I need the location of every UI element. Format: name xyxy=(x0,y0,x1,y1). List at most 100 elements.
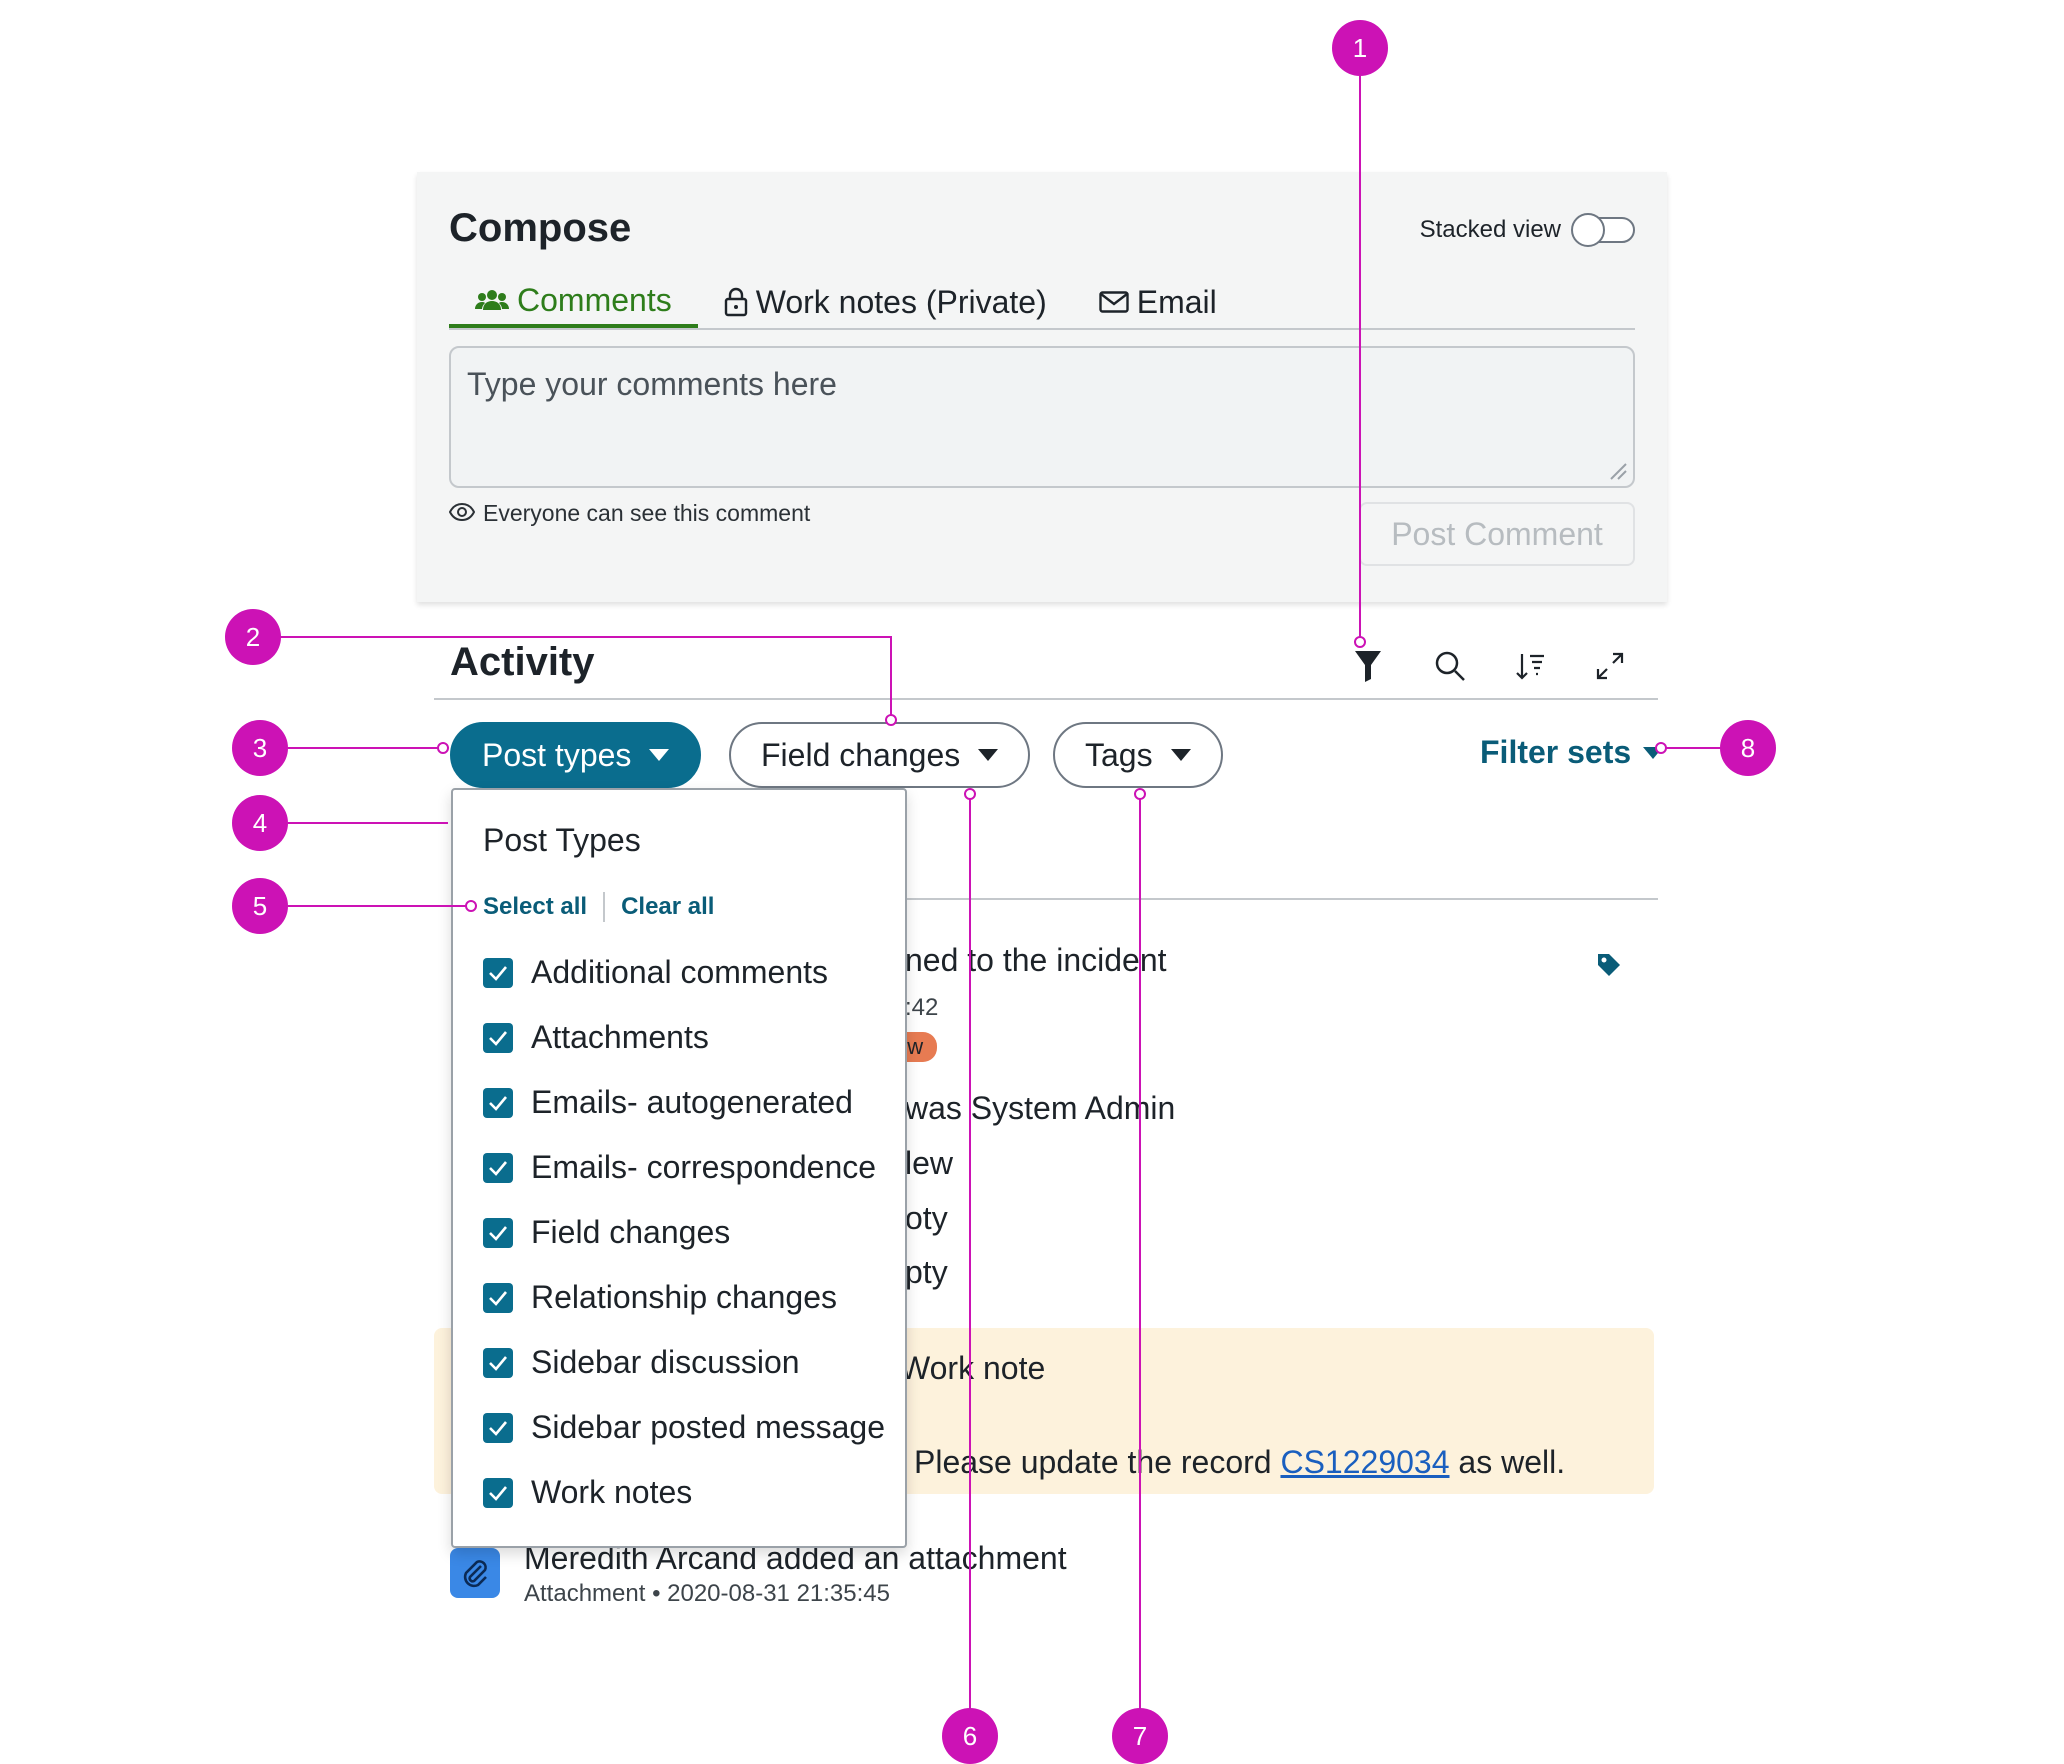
callout-anchor-7 xyxy=(1134,788,1146,800)
checkbox[interactable] xyxy=(483,1347,513,1378)
checkbox[interactable] xyxy=(483,1282,513,1313)
checkbox[interactable] xyxy=(483,1087,513,1118)
tab-label: Email xyxy=(1136,283,1217,320)
list-item-label: Sidebar discussion xyxy=(531,1344,800,1380)
stacked-view-toggle[interactable] xyxy=(1571,213,1635,247)
activity-divider xyxy=(434,698,1658,700)
list-item[interactable]: Work notes xyxy=(483,1460,885,1525)
resize-grip-icon[interactable] xyxy=(1607,460,1627,480)
callout-line-8 xyxy=(1666,747,1722,749)
feed-item-time: :42 xyxy=(905,994,939,1021)
list-item-label: Sidebar posted message xyxy=(531,1409,885,1445)
callout-badge-5: 5 xyxy=(232,878,288,934)
search-icon[interactable] xyxy=(1430,646,1470,686)
toggle-knob xyxy=(1571,213,1605,247)
compose-title: Compose xyxy=(449,206,632,250)
callout-anchor-2 xyxy=(885,714,897,726)
tab-label: Work notes (Private) xyxy=(755,283,1047,320)
tags-label: Tags xyxy=(1085,736,1153,773)
caret-down-icon xyxy=(1170,749,1191,761)
callout-badge-2: 2 xyxy=(225,609,281,665)
record-link[interactable]: CS1229034 xyxy=(1280,1444,1450,1480)
list-item-label: Emails- autogenerated xyxy=(531,1084,853,1120)
checkbox[interactable] xyxy=(483,1412,513,1443)
tab-comments[interactable]: Comments xyxy=(449,276,698,328)
work-note-title: Work note xyxy=(900,1350,1046,1386)
callout-badge-1: 1 xyxy=(1332,20,1388,76)
lock-icon xyxy=(724,287,748,317)
checkbox[interactable] xyxy=(483,957,513,988)
feed-line: pty xyxy=(905,1254,948,1290)
list-item[interactable]: Emails- autogenerated xyxy=(483,1070,885,1135)
list-item-label: Field changes xyxy=(531,1214,731,1250)
tag-icon[interactable] xyxy=(1596,952,1622,983)
callout-line-6 xyxy=(969,794,971,1712)
callout-anchor-8 xyxy=(1655,742,1667,754)
field-changes-filter-button[interactable]: Field changes xyxy=(729,722,1031,788)
checkbox[interactable] xyxy=(483,1152,513,1183)
callout-line-2 xyxy=(280,636,892,638)
post-types-label: Post types xyxy=(482,736,632,773)
clear-all-link[interactable]: Clear all xyxy=(621,893,715,920)
feed-line: oty xyxy=(905,1200,948,1236)
filter-icon[interactable] xyxy=(1348,646,1388,686)
activity-title: Activity xyxy=(450,640,595,684)
sort-icon[interactable] xyxy=(1510,646,1550,686)
callout-line-1 xyxy=(1359,76,1361,640)
users-icon xyxy=(475,288,509,312)
work-note-text: Please update the record CS1229034 as we… xyxy=(914,1444,1565,1481)
tab-email[interactable]: Email xyxy=(1073,276,1243,328)
dropdown-actions: Select all Clear all xyxy=(483,892,714,922)
callout-line-4 xyxy=(288,822,448,824)
feed-line: was System Admin xyxy=(905,1090,1176,1126)
work-note-text-before: Please update the record xyxy=(914,1444,1272,1480)
list-item[interactable]: Additional comments xyxy=(483,940,885,1005)
feed-item-title: ned to the incident xyxy=(905,942,1167,978)
filter-sets-button[interactable]: Filter sets xyxy=(1480,734,1664,771)
post-comment-button[interactable]: Post Comment xyxy=(1359,502,1635,566)
comment-textarea[interactable]: Type your comments here xyxy=(449,346,1635,488)
callout-badge-6: 6 xyxy=(942,1708,998,1764)
list-item[interactable]: Attachments xyxy=(483,1005,885,1070)
checkbox[interactable] xyxy=(483,1022,513,1053)
callout-anchor-1 xyxy=(1354,636,1366,648)
callout-badge-7: 7 xyxy=(1112,1708,1168,1764)
list-item-label: Work notes xyxy=(531,1474,693,1510)
post-types-filter-button[interactable]: Post types xyxy=(450,722,702,788)
filter-sets-label: Filter sets xyxy=(1480,734,1632,770)
callout-badge-3: 3 xyxy=(232,720,288,776)
list-item[interactable]: Field changes xyxy=(483,1200,885,1265)
tags-filter-button[interactable]: Tags xyxy=(1053,722,1223,788)
callout-line-7 xyxy=(1139,794,1141,1712)
attachment-meta: Attachment • 2020-08-31 21:35:45 xyxy=(524,1580,890,1607)
callout-line-2b xyxy=(890,636,892,718)
visibility-text: Everyone can see this comment xyxy=(483,500,811,526)
callout-anchor-3 xyxy=(437,742,449,754)
callout-line-5 xyxy=(288,905,468,907)
callout-anchor-6 xyxy=(964,788,976,800)
checkbox[interactable] xyxy=(483,1217,513,1248)
list-item[interactable]: Emails- correspondence xyxy=(483,1135,885,1200)
post-types-list: Additional comments Attachments Emails- … xyxy=(483,940,885,1525)
list-item[interactable]: Relationship changes xyxy=(483,1265,885,1330)
tab-label: Comments xyxy=(517,281,672,318)
compose-panel: Compose Stacked view Comments Work notes… xyxy=(417,172,1667,602)
stacked-view-control: Stacked view xyxy=(1419,213,1635,247)
list-item[interactable]: Sidebar posted message xyxy=(483,1395,885,1460)
checkbox[interactable] xyxy=(483,1477,513,1508)
actions-separator xyxy=(603,892,606,922)
expand-icon[interactable] xyxy=(1590,646,1630,686)
stacked-view-label: Stacked view xyxy=(1419,216,1561,243)
tab-work-notes[interactable]: Work notes (Private) xyxy=(698,276,1073,328)
callout-badge-8: 8 xyxy=(1720,720,1776,776)
paperclip-icon xyxy=(450,1548,500,1598)
feed-line: lew xyxy=(905,1145,954,1181)
eye-icon xyxy=(448,500,476,527)
list-item[interactable]: Sidebar discussion xyxy=(483,1330,885,1395)
callout-line-3 xyxy=(288,747,440,749)
select-all-link[interactable]: Select all xyxy=(483,893,588,920)
dropdown-title: Post Types xyxy=(483,822,641,858)
caret-down-icon xyxy=(649,749,670,761)
feed-divider xyxy=(900,898,1658,900)
field-changes-label: Field changes xyxy=(761,736,961,773)
